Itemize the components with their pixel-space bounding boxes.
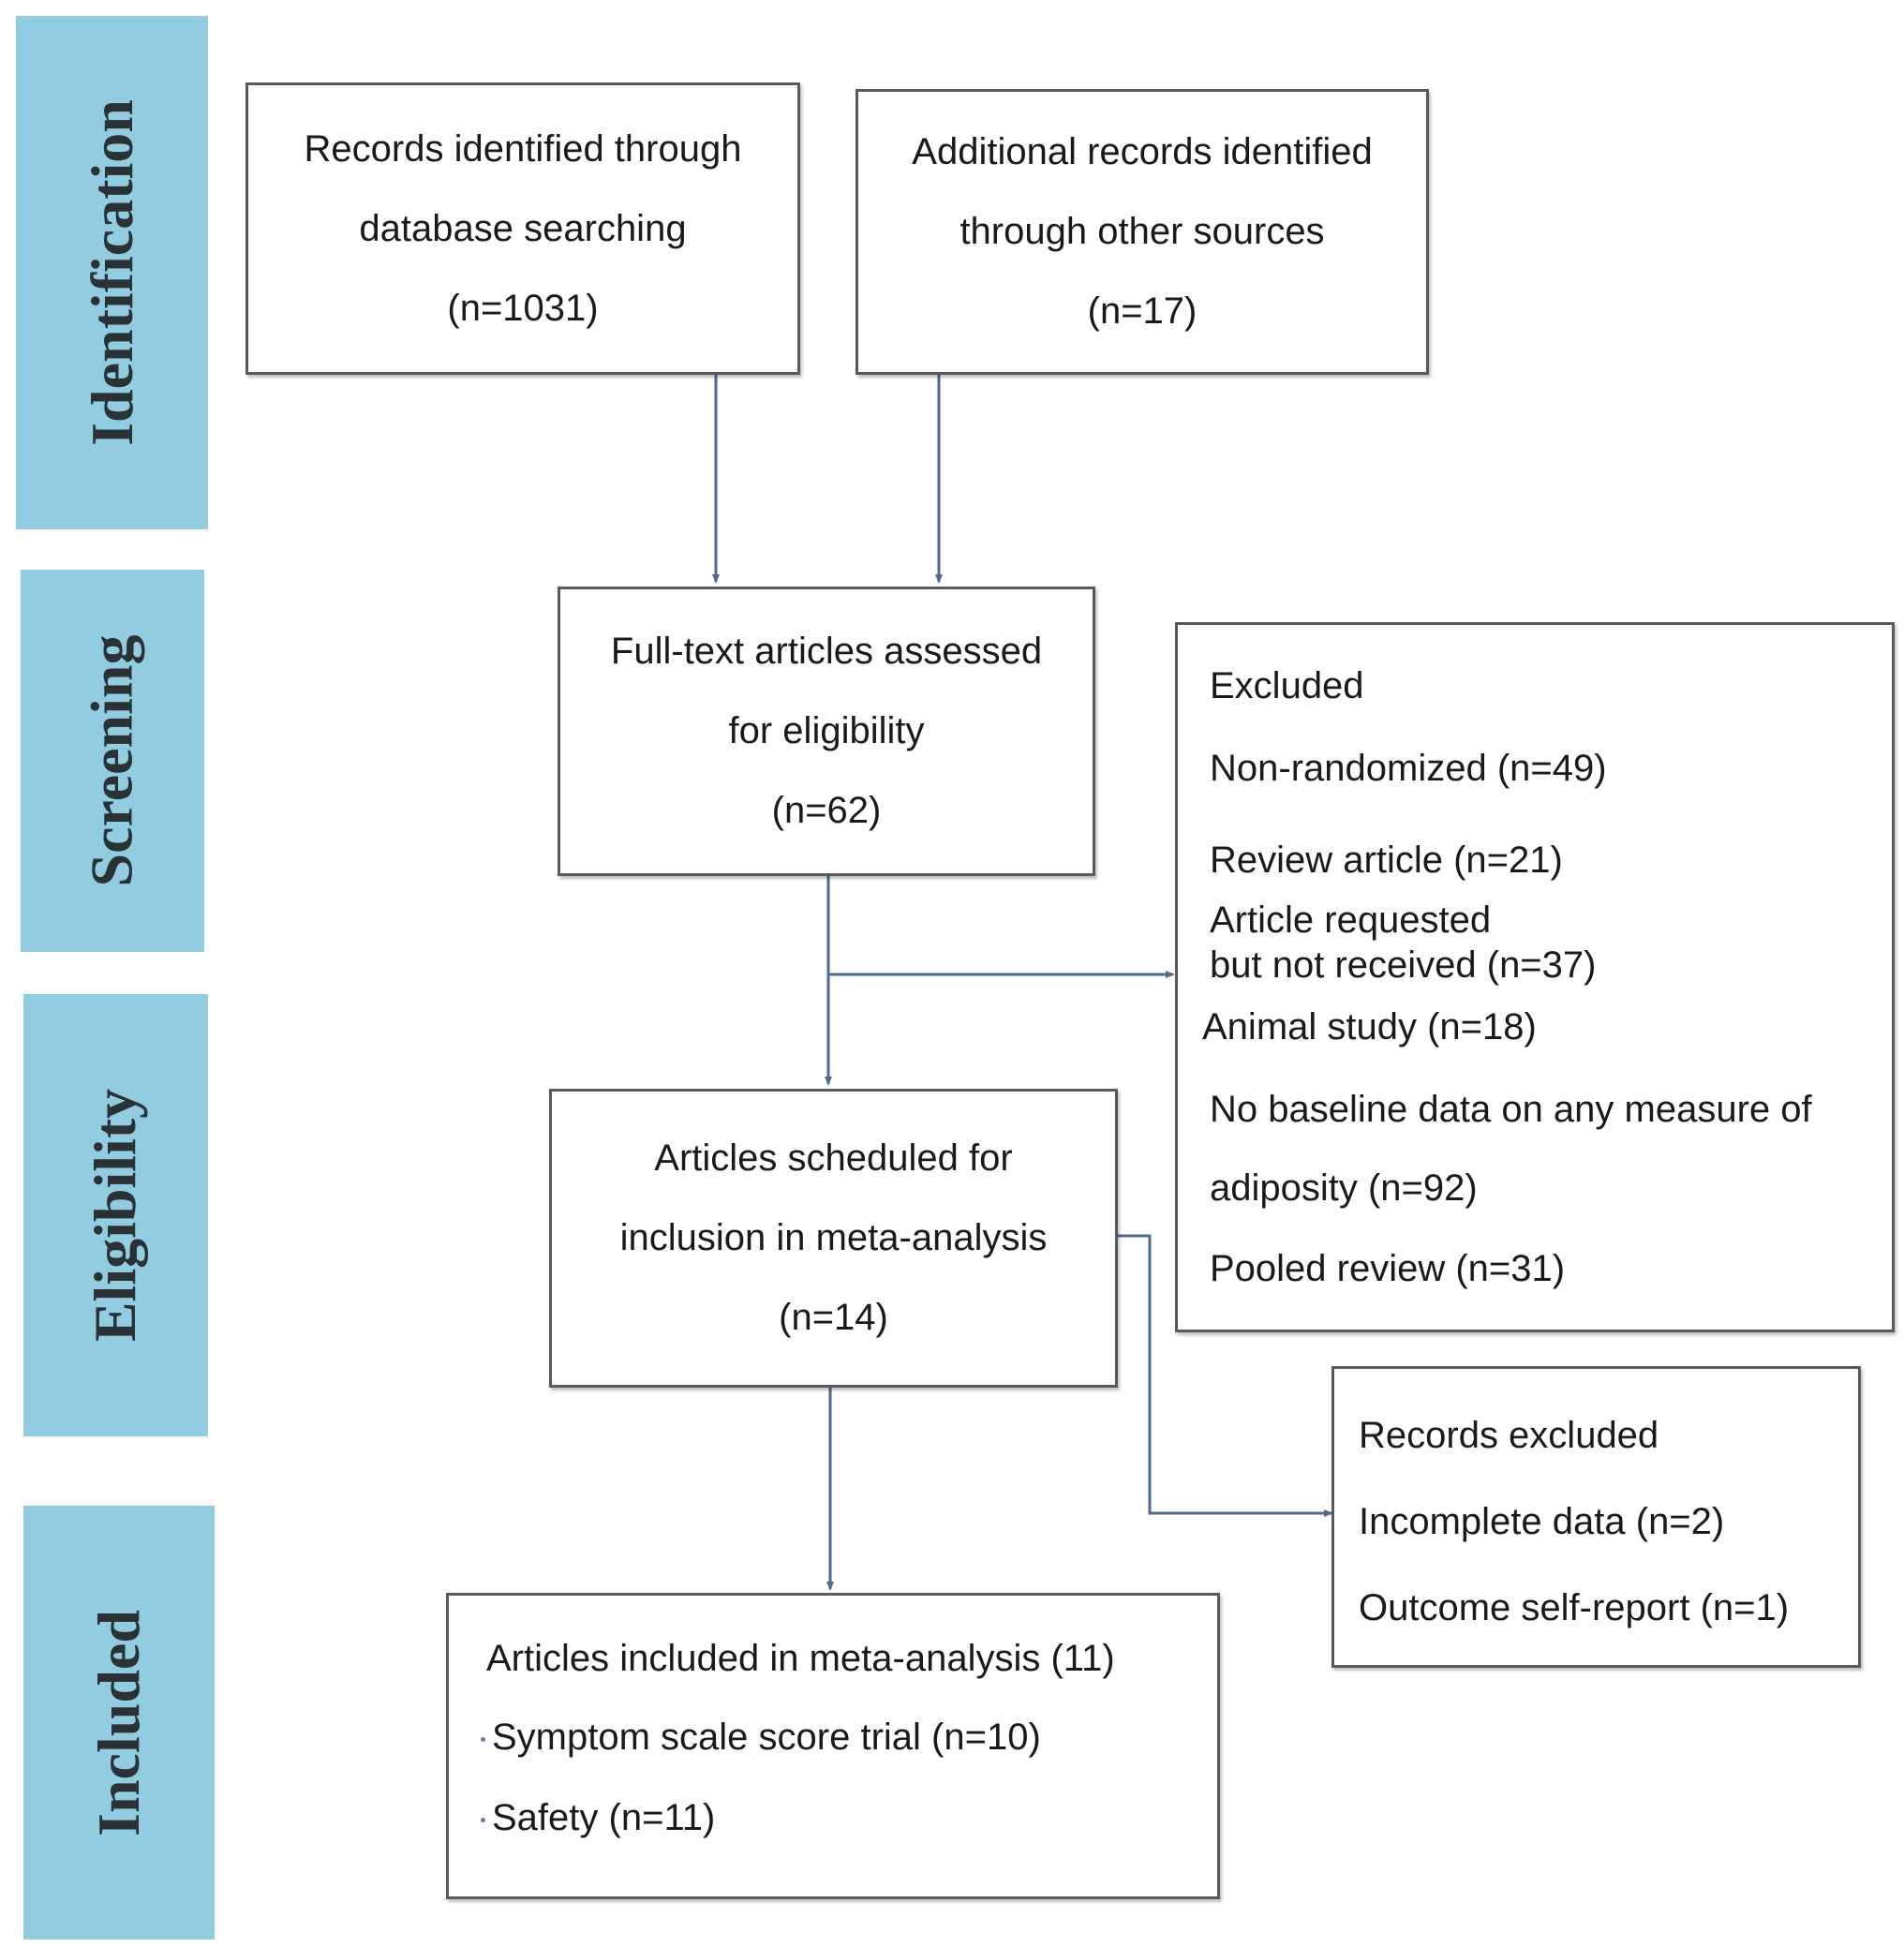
box-text: for eligibility xyxy=(728,710,925,751)
excluded-item: Animal study (n=18) xyxy=(1202,1006,1537,1048)
excluded-box: Excluded Non-randomized (n=49) Review ar… xyxy=(1175,622,1895,1332)
excluded-title: Excluded xyxy=(1210,665,1364,706)
full-text-box: Full-text articles assessed for eligibil… xyxy=(558,587,1095,876)
box-text: Articles scheduled for xyxy=(654,1137,1013,1179)
included-item: Symptom scale score trial (n=10) xyxy=(492,1717,1041,1758)
box-text: inclusion in meta-analysis xyxy=(619,1217,1048,1258)
included-item-row: Safety (n=11) xyxy=(481,1796,715,1839)
included-item: Safety (n=11) xyxy=(492,1797,716,1838)
other-sources-box: Additional records identified through ot… xyxy=(855,89,1429,375)
box-count: (n=1031) xyxy=(447,287,599,329)
database-records-box: Records identified through database sear… xyxy=(245,82,800,375)
excluded-item: Review article (n=21) xyxy=(1210,840,1563,881)
box-text: through other sources xyxy=(959,211,1325,252)
box-text: Records identified through xyxy=(304,127,742,170)
stage-screening: Screening xyxy=(21,570,204,952)
excluded-item: No baseline data on any measure of xyxy=(1210,1089,1812,1130)
records-excluded-box: Records excluded Incomplete data (n=2) O… xyxy=(1331,1366,1861,1668)
records-excluded-item: Outcome self-report (n=1) xyxy=(1359,1587,1790,1628)
included-title: Articles included in meta-analysis (11) xyxy=(486,1638,1115,1679)
records-excluded-item: Incomplete data (n=2) xyxy=(1359,1501,1725,1542)
box-count: (n=14) xyxy=(779,1297,888,1338)
records-excluded-title: Records excluded xyxy=(1359,1415,1659,1456)
box-text: Full-text articles assessed xyxy=(610,631,1043,672)
excluded-item: Pooled review (n=31) xyxy=(1210,1248,1566,1289)
included-item-row: Symptom scale score trial (n=10) xyxy=(481,1716,1041,1759)
excluded-item: Non-randomized (n=49) xyxy=(1210,748,1607,789)
excluded-item: adiposity (n=92) xyxy=(1210,1167,1478,1209)
box-count: (n=17) xyxy=(1087,290,1197,332)
stage-eligibility: Eligibility xyxy=(23,994,208,1436)
stage-identification: Identification xyxy=(16,16,208,529)
bullet-icon xyxy=(481,1817,485,1822)
excluded-item: but not received (n=37) xyxy=(1210,944,1597,986)
box-text: Additional records identified xyxy=(912,131,1373,172)
box-text: database searching xyxy=(359,207,687,249)
stage-included: Included xyxy=(23,1506,215,1940)
box-count: (n=62) xyxy=(771,790,882,831)
excluded-item: Article requested xyxy=(1210,899,1492,941)
bullet-icon xyxy=(481,1736,485,1742)
included-box: Articles included in meta-analysis (11) … xyxy=(446,1593,1220,1899)
scheduled-box: Articles scheduled for inclusion in meta… xyxy=(549,1089,1118,1388)
arrow-scheduled-to-records-excluded xyxy=(1118,1234,1333,1517)
